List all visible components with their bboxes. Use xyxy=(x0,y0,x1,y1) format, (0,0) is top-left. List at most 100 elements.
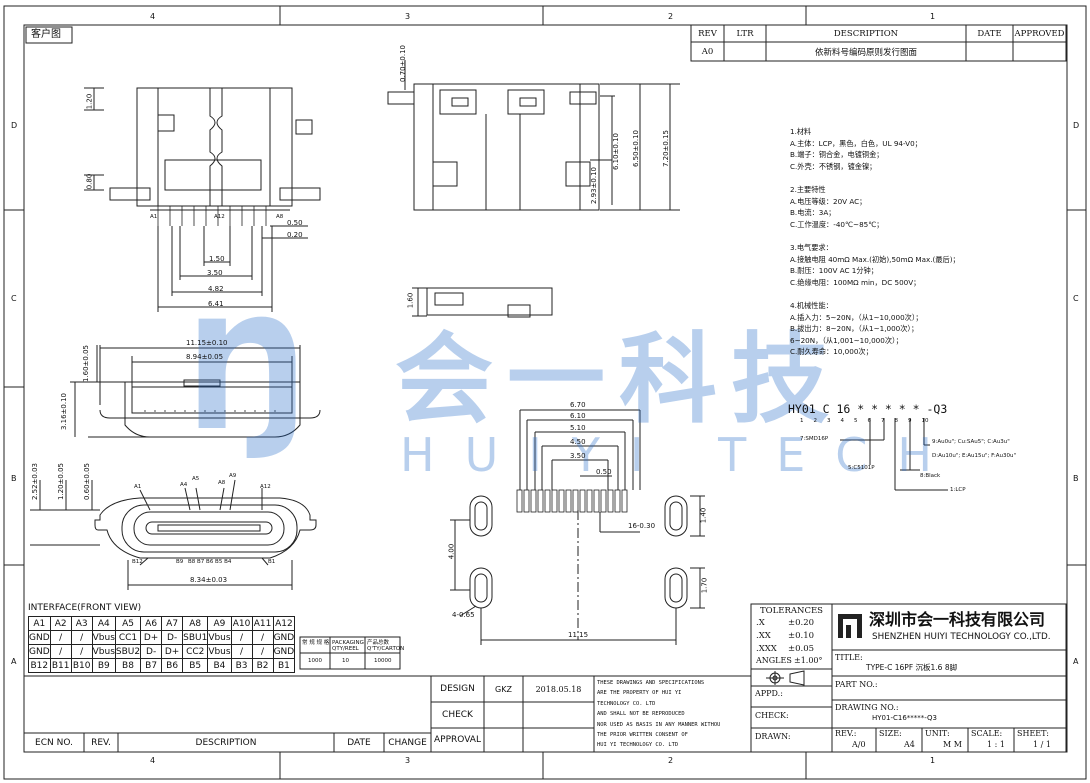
mini-table-h4: Q'TY/CARTON xyxy=(367,646,405,652)
interface-cell: D- xyxy=(140,644,163,659)
interface-cell: / xyxy=(49,630,72,645)
note-line: C.外壳：不锈钢，镀金镍； xyxy=(790,161,877,171)
interface-cell: A4 xyxy=(91,616,116,631)
interface-cell: / xyxy=(70,630,93,645)
drawing-no-value: HY01-C16*****-Q3 xyxy=(872,714,938,722)
watermark-en: HUIYI TECH xyxy=(400,428,962,482)
dim-front-1115: 11.15±0.10 xyxy=(186,339,228,347)
interface-cell: Vbus xyxy=(91,630,116,645)
dim-fp-065: 4-0.65 xyxy=(452,611,475,619)
interface-cell: A10 xyxy=(230,616,253,631)
tol-x-val: ±0.20 xyxy=(788,618,815,628)
interface-cell: SBU1 xyxy=(182,630,209,645)
appd-label: APPD.: xyxy=(755,689,783,698)
pin-label-a12: A12 xyxy=(214,214,225,220)
tol-x: .X xyxy=(756,618,765,628)
interface-cell: GND xyxy=(272,644,296,659)
col-label-2: 2 xyxy=(668,12,674,21)
note-line: C.绝缘电阻：100MΩ min，DC 500V； xyxy=(790,277,921,287)
tol-xxx: .XXX xyxy=(756,644,777,654)
note-line xyxy=(790,288,960,300)
interface-cell: B8 xyxy=(114,658,142,673)
note-line: A.主体：LCP，黑色，白色，UL 94-V0； xyxy=(790,138,922,148)
rev-header-description: DESCRIPTION xyxy=(833,28,899,39)
note-line xyxy=(790,172,960,184)
size-value: A4 xyxy=(904,740,915,749)
interface-cell: B2 xyxy=(251,658,274,673)
note-line: 6~20N，（从1,001~10,000次）； xyxy=(790,335,903,345)
dim-front-160: 1.60±0.05 xyxy=(82,344,91,383)
interface-cell: D- xyxy=(161,630,184,645)
mini-table-h3: 产品总数 xyxy=(367,640,390,646)
notice-line: HUI YI TECHNOLOGY CO. LTD xyxy=(597,742,679,749)
dim-top-350: 3.50 xyxy=(207,269,223,277)
tol-xxx-val: ±0.05 xyxy=(788,644,815,654)
interface-cell: Vbus xyxy=(207,644,232,659)
col-label-1-bottom: 1 xyxy=(930,756,936,765)
interface-cell: A12 xyxy=(272,616,296,631)
dim-side-070: 0.70±0.10 xyxy=(399,44,408,83)
interface-cell: / xyxy=(251,644,274,659)
notice-line: THESE DRAWINGS AND SPECIFICATIONS xyxy=(597,680,705,686)
sign-check-label: CHECK xyxy=(442,710,473,720)
interface-cell: A9 xyxy=(207,616,232,631)
interface-cell: Vbus xyxy=(91,644,116,659)
interface-cell: A11 xyxy=(251,616,274,631)
client-drawing-tag: 客户图 xyxy=(31,29,61,40)
dim-top-080: 0.80 xyxy=(85,173,94,190)
interface-cell: B5 xyxy=(182,658,209,673)
note-line: B.电流：3A； xyxy=(790,208,836,218)
col-label-2-bottom: 2 xyxy=(668,756,674,765)
note-line: B.拔出力：8~20N，（从1~1,000次）； xyxy=(790,324,919,334)
note-line: B.耐压：100V AC 1分钟； xyxy=(790,266,878,276)
interface-cell: B10 xyxy=(70,658,93,673)
row-label-d: D xyxy=(11,121,18,130)
interface-cell: A7 xyxy=(161,616,184,631)
interface-cell: GND xyxy=(272,630,296,645)
check-label: CHECK: xyxy=(755,711,789,720)
dim-fp-400: 4.00 xyxy=(447,543,456,560)
row-label-d-right: D xyxy=(1073,121,1080,130)
interface-cell: SBU2 xyxy=(114,644,142,659)
dim-fp-1630: 16-0.30 xyxy=(628,522,656,530)
title-value: TYPE-C 16PF 沉板1.6 8脚 xyxy=(866,663,958,672)
sheet-value: 1 / 1 xyxy=(1033,740,1051,749)
sign-design-by: GKZ xyxy=(495,684,512,694)
part-no-label: PART NO.: xyxy=(835,680,878,689)
tol-angles: ANGLES xyxy=(756,656,792,665)
drawn-label: DRAWN: xyxy=(755,732,791,741)
interface-cell: / xyxy=(49,644,72,659)
notice-line: THE PRIOR WRITTEN CONSENT OF xyxy=(597,732,688,739)
unit-label: UNIT: xyxy=(925,729,950,738)
interface-cell: B6 xyxy=(161,658,184,673)
note-line: A.接触电阻 40mΩ Max.(初始),50mΩ Max.(最后)； xyxy=(790,254,960,264)
end-pin-a4: A4 xyxy=(180,482,188,488)
notice-line: ARE THE PROPERTY OF HUI YI xyxy=(597,690,682,697)
dim-end-252: 2.52±0.03 xyxy=(31,462,40,501)
row-label-a: A xyxy=(11,657,17,666)
rev-row-description: 依新料号编码原则发行图面 xyxy=(814,47,917,58)
mini-table-v1: 10 xyxy=(342,658,349,664)
dim-fp-670: 6.70 xyxy=(570,401,586,409)
part-code-label-9: 9:Au0u"; Cu:SAu5"; C:Au3u" xyxy=(932,439,1010,445)
note-line: 1.材料 xyxy=(790,127,812,136)
dim-fp-170: 1.70 xyxy=(700,577,709,594)
dim-end-060: 0.60±0.05 xyxy=(83,462,92,501)
company-logo-icon xyxy=(836,612,864,640)
tolerances-title: TOLERANCES xyxy=(760,606,823,616)
ecn-description-label: DESCRIPTION xyxy=(195,737,257,748)
ecn-change-label: CHANGE xyxy=(388,737,427,748)
mini-table-v2: 10000 xyxy=(374,658,392,664)
part-code-position: 3 xyxy=(827,418,831,424)
part-code: HY01 C 16 * * * * * -Q3 xyxy=(788,402,948,416)
pin-label-a8: A8 xyxy=(276,214,284,220)
sign-design-label: DESIGN xyxy=(440,684,475,694)
col-label-4-bottom: 4 xyxy=(150,756,156,765)
watermark-logo: Ŋ xyxy=(186,290,312,464)
tol-xx: .XX xyxy=(756,631,771,641)
interface-cell: CC1 xyxy=(114,630,142,645)
